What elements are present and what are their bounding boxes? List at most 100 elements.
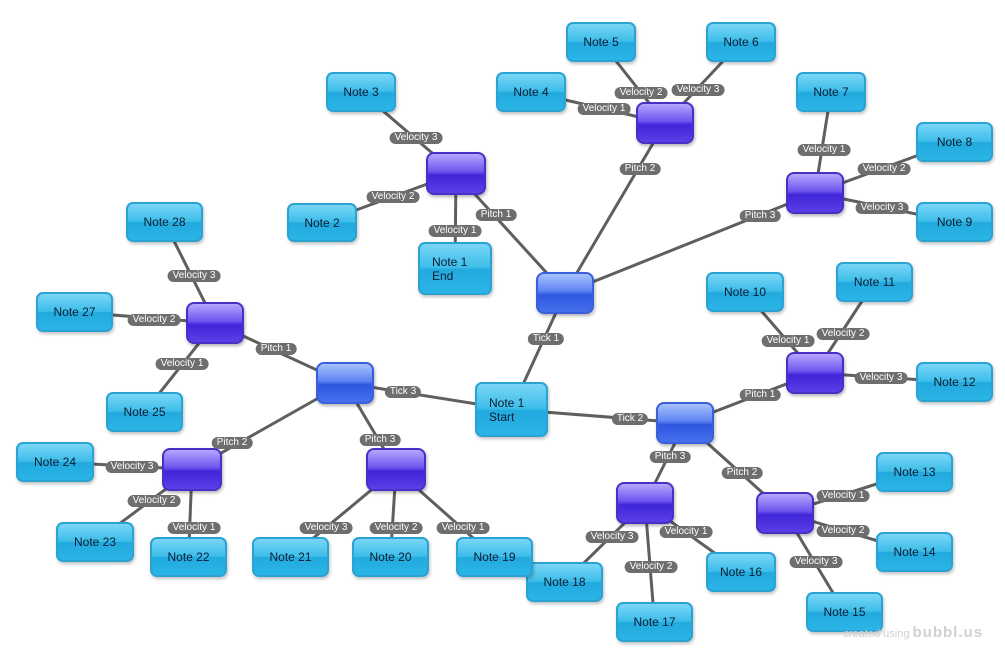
edge-label: Velocity 1 <box>428 225 482 237</box>
note-label: Note 1 Start <box>489 395 525 424</box>
edge-label: Velocity 3 <box>585 531 639 543</box>
note-node-n3[interactable]: Note 3 <box>326 72 396 112</box>
edge-label: Pitch 3 <box>649 451 691 463</box>
edge-label: Velocity 2 <box>857 163 911 175</box>
note-label: Note 15 <box>823 605 866 619</box>
edge-label: Tick 1 <box>527 333 565 345</box>
edge-label: Velocity 1 <box>436 522 490 534</box>
note-node-n16[interactable]: Note 16 <box>706 552 776 592</box>
edge-label: Pitch 1 <box>255 343 297 355</box>
edge-label: Velocity 1 <box>167 522 221 534</box>
note-node-n27[interactable]: Note 27 <box>36 292 113 332</box>
note-label: Note 16 <box>719 565 763 579</box>
edge-label: Pitch 1 <box>739 389 781 401</box>
note-node-n24[interactable]: Note 24 <box>16 442 94 482</box>
note-node-n2[interactable]: Note 2 <box>287 203 357 242</box>
note-node-n28[interactable]: Note 28 <box>126 202 203 242</box>
pitch-node-pI[interactable] <box>366 448 426 491</box>
note-node-n19[interactable]: Note 19 <box>456 537 533 577</box>
note-node-n15[interactable]: Note 15 <box>806 592 883 632</box>
tick-node-t1[interactable] <box>536 272 594 314</box>
edge-label: Velocity 1 <box>816 490 870 502</box>
note-node-n22[interactable]: Note 22 <box>150 537 227 577</box>
note-node-n20[interactable]: Note 20 <box>352 537 429 577</box>
note-label: Note 7 <box>813 85 849 99</box>
note-node-n8[interactable]: Note 8 <box>916 122 993 162</box>
edge-label: Pitch 3 <box>739 210 781 222</box>
note-label: Note 13 <box>893 465 936 479</box>
pitch-node-pF[interactable] <box>616 482 674 524</box>
pitch-node-pA[interactable] <box>426 152 486 195</box>
edge-label: Tick 3 <box>384 386 422 398</box>
edge-label: Velocity 3 <box>855 202 909 214</box>
note-label: Note 17 <box>633 615 676 629</box>
edge-label: Pitch 2 <box>619 163 661 175</box>
note-label: Note 9 <box>936 215 973 229</box>
note-label: Note 11 <box>853 275 896 289</box>
edge-label: Velocity 1 <box>761 335 815 347</box>
pitch-node-pH[interactable] <box>162 448 222 491</box>
note-label: Note 6 <box>723 35 759 49</box>
edge-label: Velocity 3 <box>671 84 725 96</box>
note-node-n5[interactable]: Note 5 <box>566 22 636 62</box>
note-node-n4[interactable]: Note 4 <box>496 72 566 112</box>
pitch-node-pG[interactable] <box>186 302 244 344</box>
edge-label: Velocity 3 <box>389 132 443 144</box>
note-node-n17[interactable]: Note 17 <box>616 602 693 642</box>
edge-label: Pitch 2 <box>211 437 253 449</box>
pitch-node-pC[interactable] <box>786 172 844 214</box>
note-label: Note 8 <box>936 135 973 149</box>
note-label: Note 20 <box>369 550 412 564</box>
edge-label: Velocity 1 <box>659 526 713 538</box>
edge-label: Pitch 2 <box>721 467 763 479</box>
note-label: Note 23 <box>73 535 117 549</box>
edge-label: Velocity 2 <box>127 495 181 507</box>
edge-label: Velocity 3 <box>854 372 908 384</box>
edge-label: Velocity 2 <box>366 191 420 203</box>
edge-label: Velocity 2 <box>816 328 870 340</box>
note-node-end[interactable]: Note 1 End <box>418 242 492 295</box>
note-label: Note 3 <box>343 85 379 99</box>
note-node-n21[interactable]: Note 21 <box>252 537 329 577</box>
note-label: Note 27 <box>53 305 96 319</box>
edge-label: Velocity 2 <box>816 525 870 537</box>
note-node-n14[interactable]: Note 14 <box>876 532 953 572</box>
note-node-n7[interactable]: Note 7 <box>796 72 866 112</box>
note-label: Note 18 <box>543 575 586 589</box>
note-label: Note 4 <box>513 85 549 99</box>
note-label: Note 19 <box>473 550 516 564</box>
note-node-n12[interactable]: Note 12 <box>916 362 993 402</box>
edge-label: Pitch 1 <box>475 209 517 221</box>
note-label: Note 24 <box>33 455 77 469</box>
note-node-n18[interactable]: Note 18 <box>526 562 603 602</box>
note-label: Note 14 <box>893 545 936 559</box>
note-node-n9[interactable]: Note 9 <box>916 202 993 242</box>
tick-node-t2[interactable] <box>656 402 714 444</box>
pitch-node-pD[interactable] <box>786 352 844 394</box>
edge-label: Velocity 3 <box>299 522 353 534</box>
note-label: Note 28 <box>143 215 186 229</box>
note-label: Note 1 End <box>432 254 468 283</box>
tick-node-t3[interactable] <box>316 362 374 404</box>
pitch-node-pE[interactable] <box>756 492 814 534</box>
note-node-n10[interactable]: Note 10 <box>706 272 784 312</box>
edge-label: Pitch 3 <box>359 434 401 446</box>
note-node-n13[interactable]: Note 13 <box>876 452 953 492</box>
edge-label: Velocity 1 <box>577 103 631 115</box>
note-node-n11[interactable]: Note 11 <box>836 262 913 302</box>
note-label: Note 2 <box>304 215 340 230</box>
pitch-node-pB[interactable] <box>636 102 694 144</box>
connector-t1-pC <box>563 191 817 295</box>
edge-label: Velocity 2 <box>624 561 678 573</box>
note-node-start[interactable]: Note 1 Start <box>475 382 548 437</box>
note-node-n23[interactable]: Note 23 <box>56 522 134 562</box>
note-label: Note 5 <box>583 35 619 49</box>
edge-label: Tick 2 <box>611 413 649 425</box>
connector-t1-pB <box>563 121 667 295</box>
note-label: Note 10 <box>723 285 767 299</box>
note-node-n6[interactable]: Note 6 <box>706 22 776 62</box>
watermark: created using bubbl.us <box>843 624 983 641</box>
note-node-n25[interactable]: Note 25 <box>106 392 183 432</box>
edge-label: Velocity 1 <box>155 358 209 370</box>
